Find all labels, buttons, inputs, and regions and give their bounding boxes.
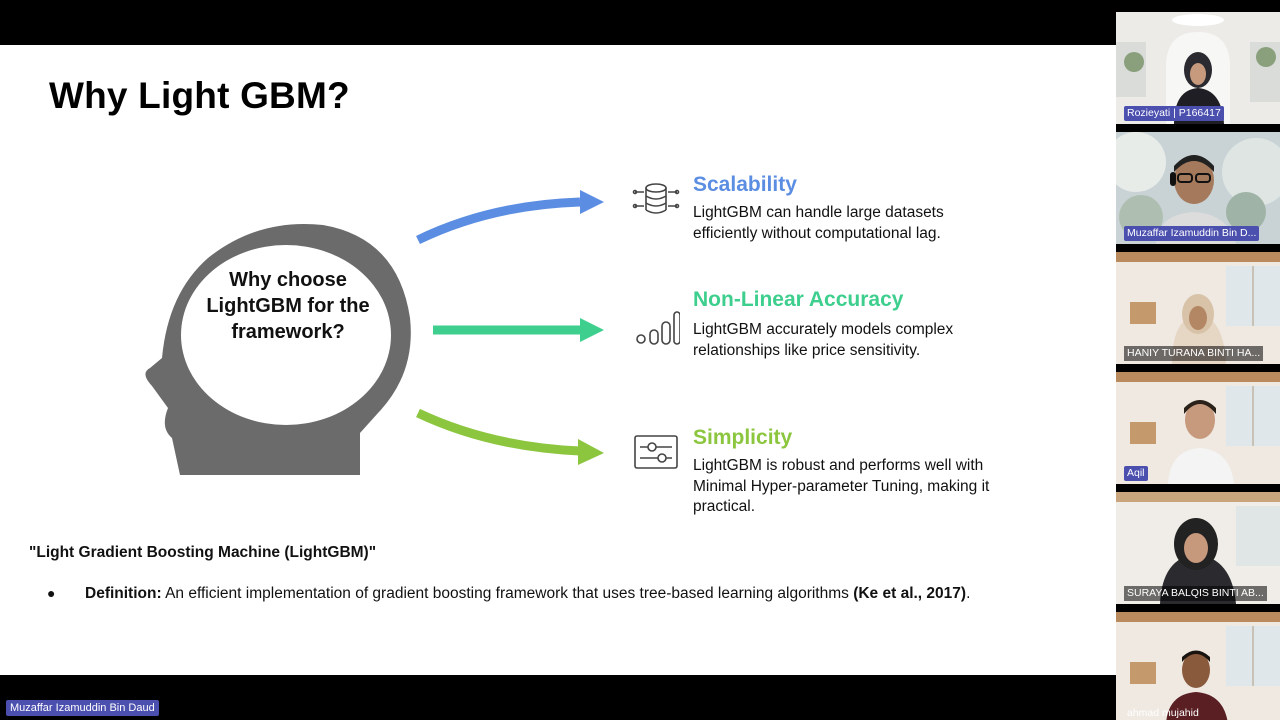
participant-tile[interactable]: HANIY TURANA BINTI HA... — [1116, 252, 1280, 364]
participant-tile[interactable]: ahmad mujahid — [1116, 612, 1280, 720]
participant-tile[interactable]: Rozieyati | P166417 — [1116, 12, 1280, 124]
arrows-graphic — [416, 190, 604, 465]
definition-bullet: ● Definition: An efficient implementation… — [47, 585, 970, 603]
shared-slide: Why Light GBM? Why choose LightGBM for t… — [0, 45, 1116, 675]
head-question-text: Why choose LightGBM for the framework? — [206, 269, 370, 343]
slide-title: Why Light GBM? — [49, 75, 350, 116]
growth-bars-icon — [636, 311, 680, 345]
head-silhouette-graphic — [145, 223, 411, 475]
definition-end: . — [966, 585, 971, 602]
sliders-panel-icon — [634, 435, 678, 469]
definition-citation: (Ke et al., 2017) — [853, 585, 967, 602]
definition-label: Definition: — [85, 585, 162, 602]
video-feed — [1116, 612, 1280, 720]
feature-simplicity-title: Simplicity — [693, 426, 793, 449]
video-feed — [1116, 132, 1280, 244]
feature-scalability-description: LightGBM can handle large datasets effic… — [693, 204, 944, 242]
video-feed — [1116, 252, 1280, 364]
participant-name: Aqil — [1124, 466, 1148, 481]
feature-simplicity-description: LightGBM is robust and performs well wit… — [693, 457, 990, 515]
bullet-dot: ● — [47, 585, 56, 601]
participant-name: HANIY TURANA BINTI HA... — [1124, 346, 1264, 361]
participant-name: SURAYA BALQIS BINTI AB... — [1124, 586, 1267, 601]
participant-name: Rozieyati | P166417 — [1124, 106, 1224, 121]
participant-tile[interactable]: Aqil — [1116, 372, 1280, 484]
video-feed — [1116, 12, 1280, 124]
participant-name: Muzaffar Izamuddin Bin D... — [1124, 226, 1260, 241]
feature-scalability-title: Scalability — [693, 173, 797, 196]
database-stack-icon — [632, 183, 680, 214]
feature-accuracy-description: LightGBM accurately models complex relat… — [693, 321, 954, 359]
participant-tile[interactable]: Muzaffar Izamuddin Bin D... — [1116, 132, 1280, 244]
participant-gallery[interactable]: Rozieyati | P166417 Muzaffar Izamuddin B… — [1116, 12, 1280, 720]
video-feed — [1116, 372, 1280, 484]
presenter-name-label: Muzaffar Izamuddin Bin Daud — [6, 700, 159, 716]
definition-heading: "Light Gradient Boosting Machine (LightG… — [29, 544, 377, 561]
feature-accuracy-title: Non-Linear Accuracy — [693, 288, 904, 311]
participant-tile[interactable]: SURAYA BALQIS BINTI AB... — [1116, 492, 1280, 604]
participant-name: ahmad mujahid — [1127, 707, 1199, 719]
definition-text: An efficient implementation of gradient … — [161, 585, 854, 602]
